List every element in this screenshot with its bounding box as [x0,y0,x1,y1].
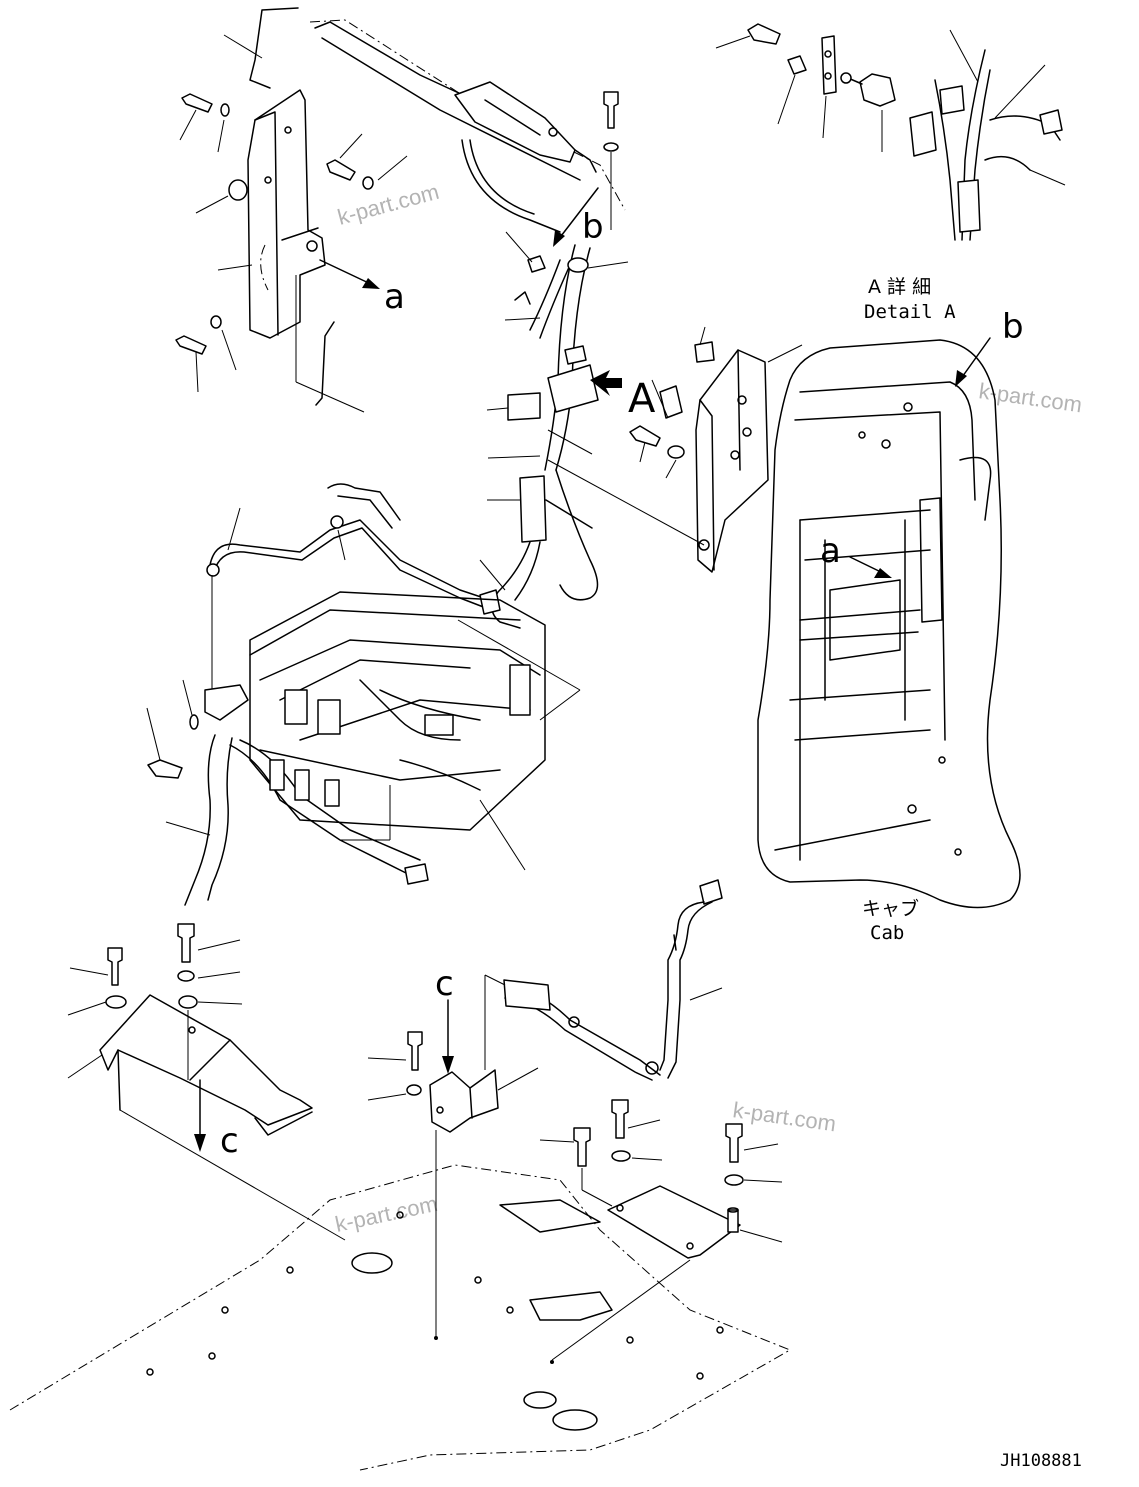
watermark-top: k-part.com [335,179,442,230]
grommet [228,179,248,201]
switch-clip [659,385,683,419]
detail-connector-1 [909,111,937,157]
harness-end-connector [206,563,220,577]
detail-bolt [747,23,781,45]
detail-a-arrow [590,370,622,396]
view-label-a-left: a [384,277,405,317]
cable-end-connector [699,879,723,905]
center-bracket: c [367,964,539,1340]
bolt-r2 [611,1099,629,1139]
lower-cover-plate: c [67,923,346,1241]
bolt-r1 [573,1127,591,1167]
bolt-lower-left [107,947,123,986]
view-label-b-right: b [1002,307,1024,347]
cab-label-en: Cab [870,922,904,944]
left-cover-panel: a [175,7,408,413]
bolt-left [147,759,183,779]
controller-box-2 [317,699,341,735]
bolt-bracket-c [407,1031,423,1071]
support-rod [249,7,299,89]
floor-outline [9,1164,792,1471]
bolt-bracket [629,425,661,447]
cab-outline [757,339,1021,909]
view-label-a-right: a [820,531,841,571]
view-label-A: A [628,376,656,422]
wire-clip [315,321,335,406]
relay-block [547,364,599,413]
bolt-r3 [725,1123,743,1163]
drawing-number: JH108881 [1000,1451,1082,1471]
bolt-middle [326,133,408,190]
bolt-upper [179,93,230,153]
harness-clamp [527,255,546,273]
controller-box-1 [284,689,308,725]
floor-plate [9,1164,792,1471]
harness-connector-top [567,257,589,273]
toggle-switch [859,73,896,107]
lower-right-plate [539,1099,783,1364]
switch-bracket [547,326,803,573]
watermark-bottom-right: k-part.com [731,1097,837,1136]
controller-box-3 [424,714,454,736]
console-cover [454,81,576,163]
harness-sleeve [519,475,547,543]
main-wire-harness: A [479,231,656,629]
watermark-right: k-part.com [977,378,1083,417]
cable-relay [503,979,551,1011]
detail-a-title-en: Detail A [864,301,956,323]
detail-plate [821,35,837,95]
cover-panel [247,89,326,339]
vertical-bolt [603,91,619,129]
view-label-c-center: c [435,964,454,1004]
cab-cable [484,879,723,1081]
mount-plate [607,1185,741,1259]
detail-connector-2 [939,85,965,115]
view-label-b-top: b [582,207,604,247]
controller-box-4 [509,664,531,716]
detail-a-title-jp: A 詳 細 [868,276,931,298]
detail-a: A 詳 細 Detail A [715,23,1066,323]
sub-harness [206,483,501,708]
lower-left-harness [146,679,429,906]
mount-bracket [204,684,249,721]
cover-plate [99,994,313,1126]
cab-label-jp: キャブ [862,897,919,920]
upper-console-harness: b [309,19,626,247]
bolt-lower-center [177,923,195,963]
watermark-bottom: k-part.com [333,1191,440,1237]
floor-frame-assembly [249,591,581,871]
cab-frame: a b キャブ Cab [757,307,1024,944]
view-label-c-left: c [220,1121,239,1161]
bolt-lower [175,315,237,393]
switch-bracket-plate [695,349,769,573]
bracket-c-plate [429,1069,499,1133]
